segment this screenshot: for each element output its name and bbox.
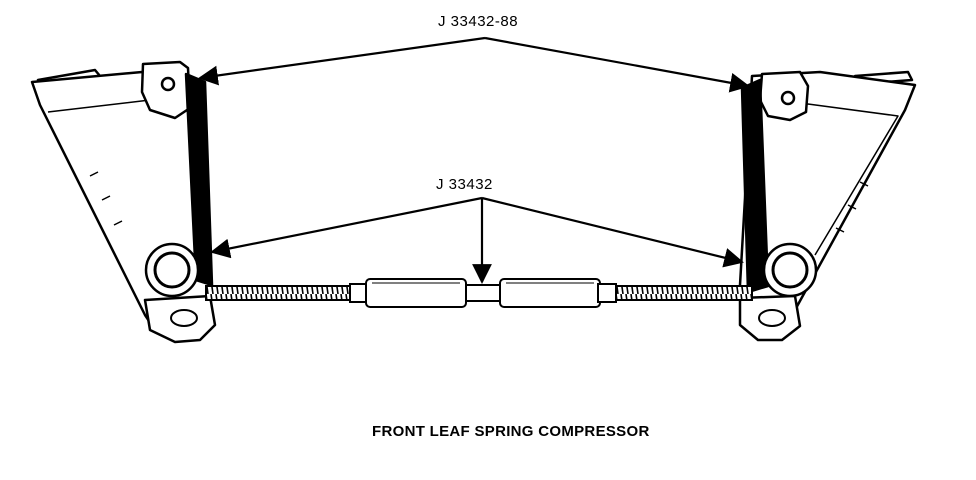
left-threaded-rod xyxy=(205,285,367,301)
figure-caption: FRONT LEAF SPRING COMPRESSOR xyxy=(372,423,650,440)
leader-lower-left xyxy=(210,196,483,259)
tool-label-j33432-88: J 33432-88 xyxy=(438,13,519,30)
tool-label-j33432: J 33432 xyxy=(436,176,493,193)
left-bracket xyxy=(30,60,217,344)
leader-lines xyxy=(198,36,750,284)
center-coupler xyxy=(465,284,501,302)
left-scale-ticks xyxy=(89,171,123,226)
leader-upper-left xyxy=(198,36,486,86)
leader-lower-right xyxy=(481,196,744,268)
right-scale-ticks xyxy=(835,181,869,233)
left-hinge-pin xyxy=(160,76,176,92)
right-threaded-rod xyxy=(611,285,753,301)
right-hinge-pin xyxy=(780,90,796,106)
right-bracket xyxy=(738,70,917,342)
threaded-rod-assembly xyxy=(205,278,753,308)
leader-upper-right xyxy=(484,36,750,93)
